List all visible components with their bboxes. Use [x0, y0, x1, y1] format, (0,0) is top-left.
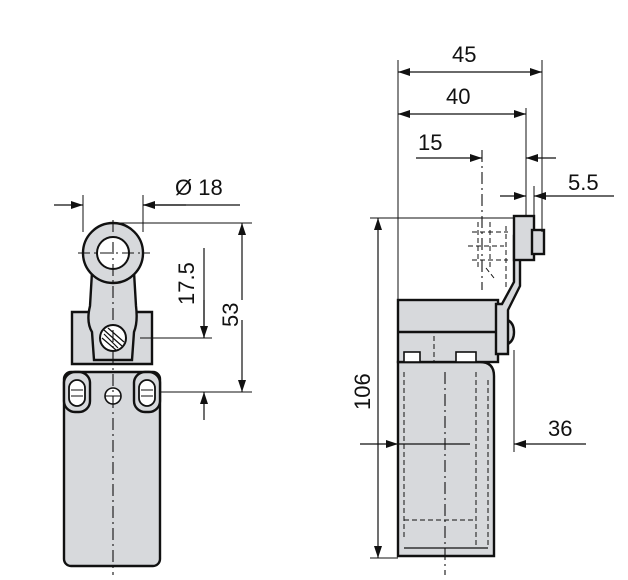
dim-width-45: 45: [452, 42, 476, 67]
dim-offset-5-5: 5.5: [568, 170, 599, 195]
side-body: [396, 360, 496, 558]
dim-depth-36: 36: [548, 416, 572, 441]
front-body: [62, 370, 162, 568]
dim-width-40: 40: [446, 84, 470, 109]
ghost-roller: [468, 222, 508, 279]
front-mount-slot-right: [132, 370, 162, 414]
dim-roller-offset: 17.5: [174, 262, 199, 305]
front-mount-slot-left: [62, 370, 92, 414]
front-view: Ø 18 17.5 53: [54, 175, 252, 575]
side-view: 45 40 15 5.5 106 36: [350, 42, 614, 575]
dim-roller-diameter: Ø 18: [175, 175, 223, 200]
dim-total-actuator: 53: [218, 303, 243, 327]
dim-offset-15: 15: [418, 130, 442, 155]
dim-overall-height: 106: [350, 373, 375, 410]
